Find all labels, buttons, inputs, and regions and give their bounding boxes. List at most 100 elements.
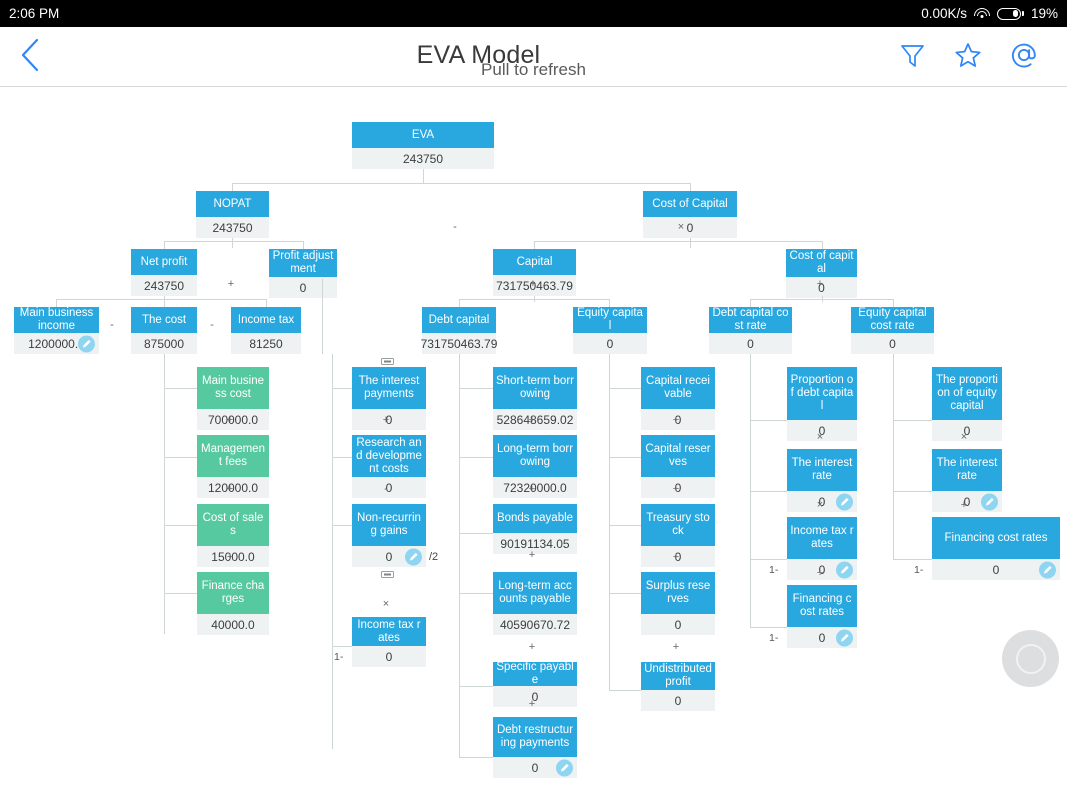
node-value[interactable]: 0 (573, 333, 647, 354)
node-value[interactable]: 0 (352, 477, 426, 498)
node-value[interactable]: 0 (932, 491, 1002, 512)
node-value[interactable]: 0 (932, 420, 1002, 441)
collapse-toggle-icon[interactable] (381, 353, 394, 365)
node-value[interactable]: 120000.0 (197, 477, 269, 498)
collapse-toggle-icon[interactable] (381, 566, 394, 578)
edit-pencil-icon[interactable] (405, 548, 422, 565)
node-value[interactable]: 81250 (231, 333, 301, 354)
edit-pencil-icon[interactable] (836, 561, 853, 578)
node-value[interactable]: 40590670.72 (493, 614, 577, 635)
node-value[interactable]: 90191134.05 (493, 533, 577, 554)
edit-pencil-icon[interactable] (78, 335, 95, 352)
node-value[interactable]: 1200000.0 (14, 333, 99, 354)
node-value[interactable]: 243750 (196, 217, 269, 238)
node-value[interactable]: 0 (787, 627, 857, 648)
node-value[interactable]: 0 (786, 277, 857, 298)
node-value[interactable]: 528648659.02 (493, 409, 577, 430)
node-value[interactable]: 0 (493, 757, 577, 778)
node-value[interactable]: 40000.0 (197, 614, 269, 635)
node-value[interactable]: 875000 (131, 333, 197, 354)
node-label: Proportion of debt capital (787, 367, 857, 420)
at-sign-icon[interactable] (1009, 40, 1039, 70)
node-value[interactable]: 0 (352, 546, 426, 567)
node-value[interactable]: 731750463.79 (421, 333, 497, 354)
node-value[interactable]: 0 (932, 559, 1060, 580)
tree-connector-line (459, 757, 493, 758)
star-icon[interactable] (953, 40, 983, 70)
node-value[interactable]: 0 (787, 420, 857, 441)
node-value[interactable]: 731750463.79 (493, 275, 576, 296)
node-value[interactable]: 0 (709, 333, 792, 354)
node-value[interactable]: 0 (643, 217, 737, 238)
node-value[interactable]: 0 (269, 277, 337, 298)
edit-pencil-icon[interactable] (556, 759, 573, 776)
node-value[interactable]: 0 (641, 477, 715, 498)
node-value[interactable]: 15000.0 (197, 546, 269, 567)
edit-pencil-icon[interactable] (1039, 561, 1056, 578)
node-value[interactable]: 0 (352, 409, 426, 430)
tree-connector-line (750, 420, 787, 421)
node-value[interactable]: 700000.0 (197, 409, 269, 430)
node-value[interactable]: 0 (641, 546, 715, 567)
node-value[interactable]: 0 (641, 614, 715, 635)
node-value[interactable]: 0 (851, 333, 934, 354)
edit-pencil-icon[interactable] (836, 493, 853, 510)
funnel-filter-icon[interactable] (897, 40, 927, 70)
node-value[interactable]: 72320000.0 (493, 477, 577, 498)
node-value[interactable]: 0 (787, 491, 857, 512)
node-label: Cost of capital (786, 249, 857, 277)
floating-action-button[interactable] (1002, 630, 1059, 687)
node-value[interactable]: 0 (641, 409, 715, 430)
node-value[interactable]: 0 (787, 559, 857, 580)
edit-pencil-icon[interactable] (981, 493, 998, 510)
node-value[interactable]: 243750 (131, 275, 197, 296)
node-value[interactable]: 0 (641, 690, 715, 711)
node-value[interactable]: 0 (493, 686, 577, 707)
edit-pencil-icon[interactable] (836, 629, 853, 646)
node-value[interactable]: 0 (352, 646, 426, 667)
back-button[interactable] (0, 27, 60, 83)
node-value[interactable]: 243750 (352, 148, 494, 169)
